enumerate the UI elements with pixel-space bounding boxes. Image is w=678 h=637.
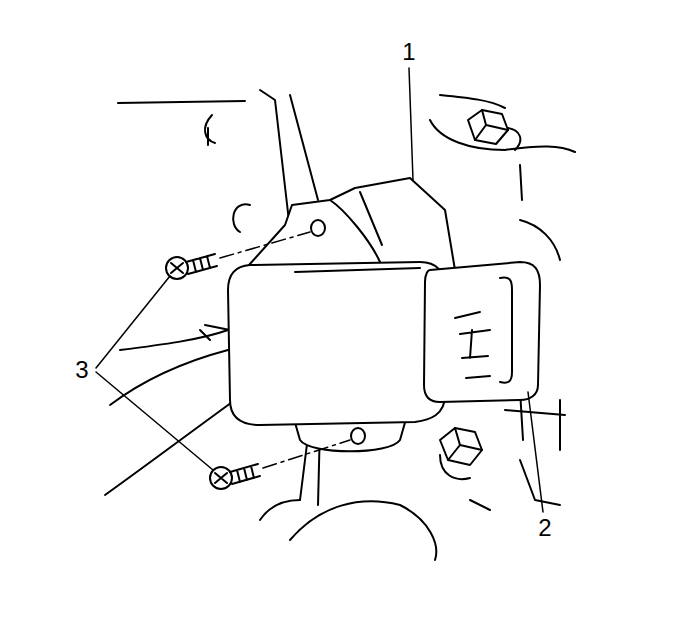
callout-number: 1 <box>402 40 415 64</box>
callout-number: 3 <box>75 358 88 382</box>
callout-number: 2 <box>538 516 551 540</box>
